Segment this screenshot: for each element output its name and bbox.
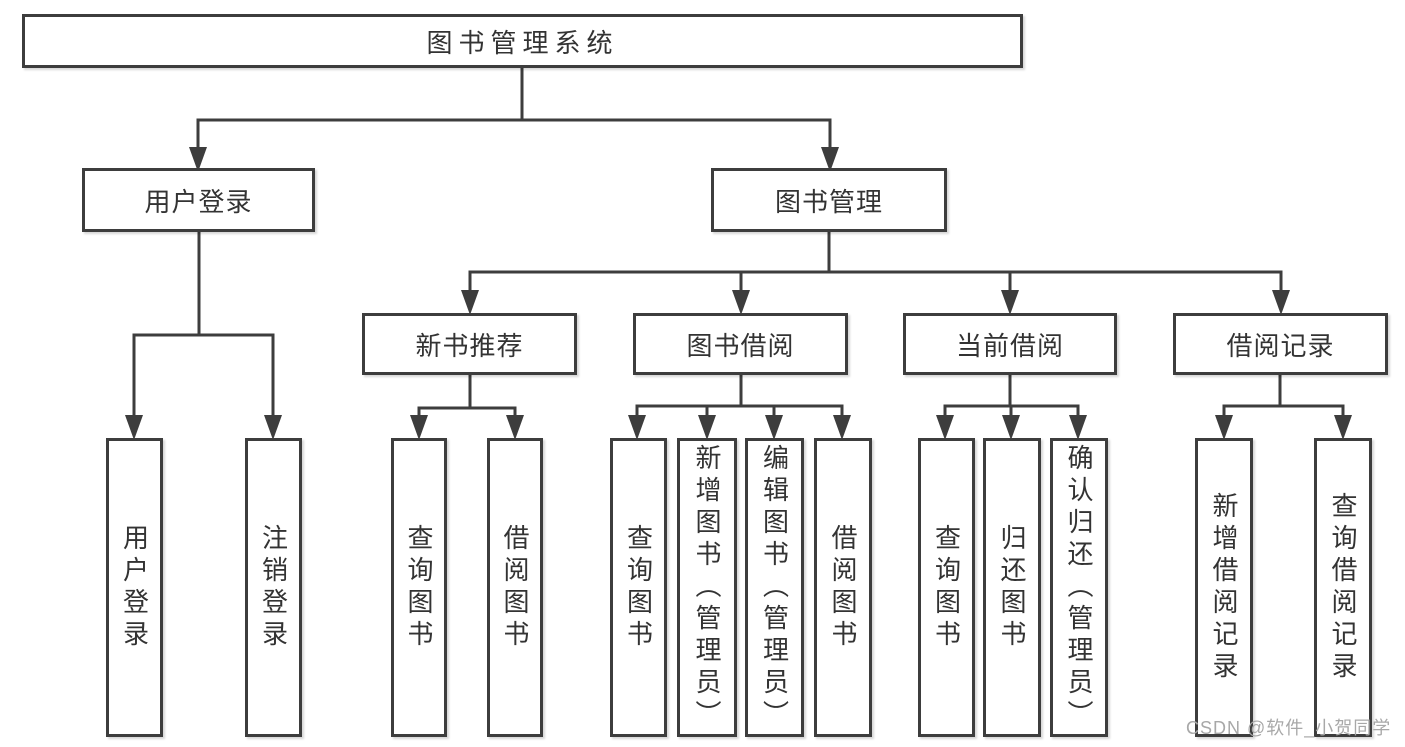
- leaf-edit-books-admin: 编辑图书（管理员）: [745, 438, 804, 737]
- leaf-query-borrow-record-label: 查询借阅记录: [1328, 491, 1358, 684]
- leaf-borrow-books: 借阅图书: [814, 438, 872, 737]
- leaf-edit-books-admin-label: 编辑图书（管理员）: [759, 443, 790, 732]
- leaf-logout: 注销登录: [245, 438, 302, 737]
- leaf-query-borrow-record: 查询借阅记录: [1314, 438, 1372, 737]
- leaf-add-books-admin-label: 新增图书（管理员）: [692, 443, 722, 732]
- node-root-label: 图书管理系统: [426, 27, 619, 58]
- leaf-borrow-books-label: 借阅图书: [828, 523, 858, 652]
- leaf-query-books-borrow: 查询图书: [610, 438, 667, 737]
- wire-records-to-leaves: [1222, 373, 1345, 419]
- leaf-query-books-recommend: 查询图书: [391, 438, 447, 737]
- wire-bookborrow-to-leaves: [635, 373, 844, 419]
- leaf-add-books-admin: 新增图书（管理员）: [677, 438, 737, 737]
- leaf-query-books-recommend-label: 查询图书: [404, 523, 434, 652]
- leaf-confirm-return-admin-label: 确认归还（管理员）: [1064, 443, 1094, 732]
- node-root: 图书管理系统: [22, 14, 1023, 68]
- leaf-add-borrow-record-label: 新增借阅记录: [1209, 491, 1239, 684]
- node-new-book-recommend: 新书推荐: [362, 313, 577, 375]
- leaf-logout-label: 注销登录: [258, 523, 289, 652]
- leaf-user-login-label: 用户登录: [119, 523, 150, 652]
- wire-currentborrow-to-leaves: [943, 373, 1080, 419]
- leaf-query-books-borrow-label: 查询图书: [623, 523, 654, 652]
- leaf-query-books-current-label: 查询图书: [931, 523, 962, 652]
- leaf-user-login: 用户登录: [106, 438, 163, 737]
- node-book-management-label: 图书管理: [774, 186, 883, 217]
- wire-root-to-level2: [196, 66, 832, 152]
- node-new-book-recommend-label: 新书推荐: [415, 330, 524, 361]
- leaf-return-books-label: 归还图书: [997, 523, 1027, 652]
- leaf-borrow-books-recommend: 借阅图书: [487, 438, 543, 737]
- leaf-add-borrow-record: 新增借阅记录: [1195, 438, 1253, 737]
- node-current-borrow: 当前借阅: [903, 313, 1117, 375]
- wire-newbook-to-leaves: [417, 373, 517, 419]
- leaf-return-books: 归还图书: [983, 438, 1041, 737]
- node-book-management: 图书管理: [711, 168, 947, 232]
- leaf-query-books-current: 查询图书: [918, 438, 975, 737]
- watermark: CSDN @软件_小贺同学: [1186, 718, 1392, 738]
- node-borrow-records-label: 借阅记录: [1226, 330, 1335, 361]
- node-user-login-label: 用户登录: [144, 186, 253, 217]
- node-book-borrow-label: 图书借阅: [686, 330, 795, 361]
- node-current-borrow-label: 当前借阅: [955, 330, 1064, 361]
- wire-bookmgmt-to-sections: [468, 230, 1283, 294]
- node-borrow-records: 借阅记录: [1173, 313, 1388, 375]
- node-user-login: 用户登录: [82, 168, 315, 232]
- leaf-borrow-books-recommend-label: 借阅图书: [500, 523, 530, 652]
- node-book-borrow: 图书借阅: [633, 313, 848, 375]
- leaf-confirm-return-admin: 确认归还（管理员）: [1050, 438, 1108, 737]
- wire-userlogin-to-leaves: [132, 230, 275, 419]
